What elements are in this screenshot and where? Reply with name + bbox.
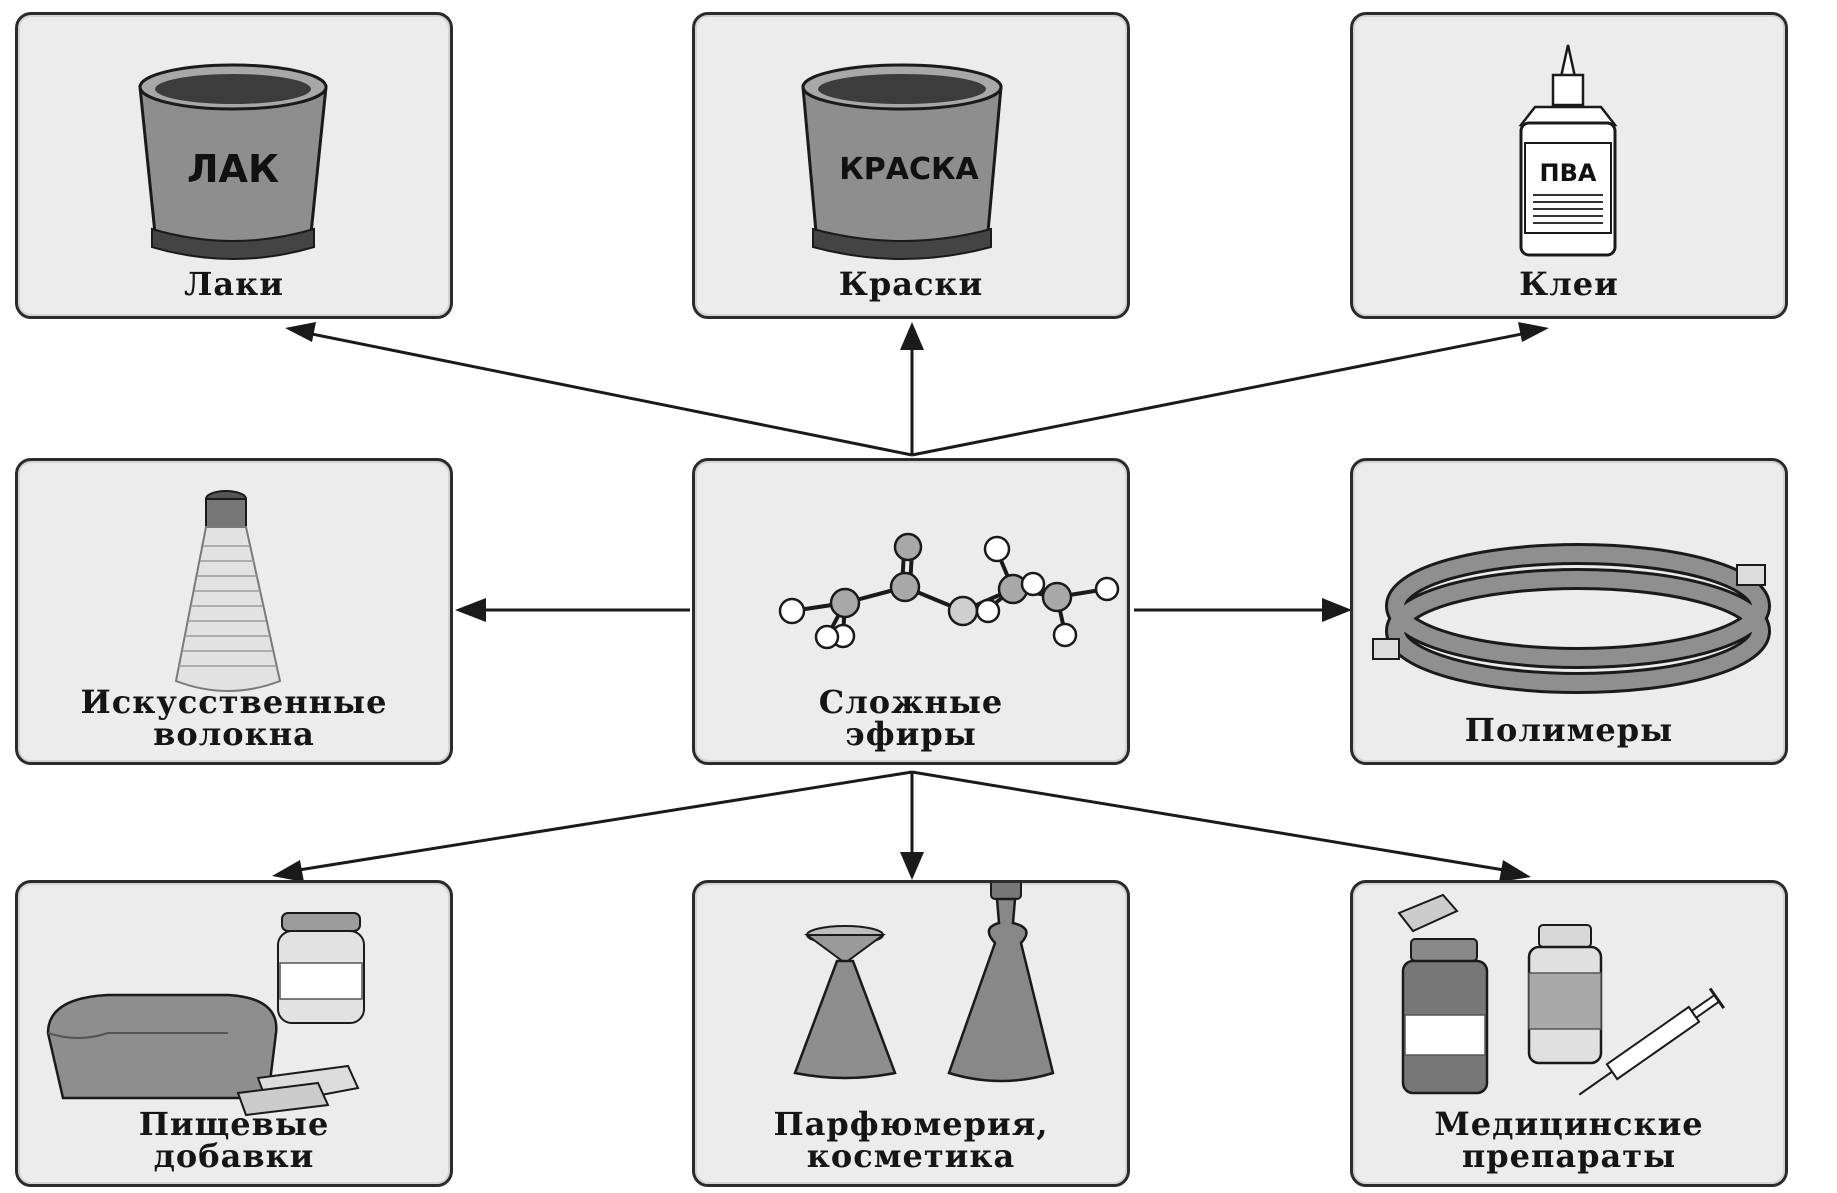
food-label: Пищевые добавки — [138, 1105, 330, 1175]
svg-text:ЛАК: ЛАК — [187, 147, 279, 191]
node-paint: КРАСКА Краски — [692, 12, 1130, 319]
paint-can-icon: КРАСКА — [801, 63, 1003, 260]
svg-text:ПВА: ПВА — [1540, 159, 1597, 187]
arrowhead-perfume — [900, 852, 924, 880]
paint-label: Краски — [838, 265, 984, 303]
arrowhead-food — [272, 860, 304, 882]
node-polymers: Полимеры — [1350, 458, 1788, 765]
hose-icon — [1372, 543, 1771, 694]
polymers-label: Полимеры — [1464, 711, 1674, 749]
node-medicine: Медицинские препараты — [1350, 880, 1788, 1187]
glue-bottle-icon: ПВА — [1518, 44, 1618, 257]
arrow-to-food — [279, 770, 913, 875]
perfume-label: Парфюмерия, косметика — [773, 1105, 1049, 1175]
arrow-to-glue — [911, 328, 1543, 457]
varnish-can-icon: ЛАК — [138, 63, 328, 260]
arrow-to-medicine — [911, 770, 1523, 875]
fibers-label: Искусственные волокна — [80, 683, 388, 753]
svg-text:КРАСКА: КРАСКА — [839, 152, 979, 187]
node-food: Пищевые добавки — [15, 880, 453, 1187]
node-fibers: Искусственные волокна — [15, 458, 453, 765]
node-varnish: ЛАК Лаки — [15, 12, 453, 319]
food-icon — [46, 912, 365, 1117]
molecule-icon — [778, 532, 1120, 650]
node-perfume: Парфюмерия, косметика — [692, 880, 1130, 1187]
center-label: Сложные эфиры — [818, 683, 1004, 753]
arrowhead-paint — [900, 322, 924, 350]
arrowhead-glue — [1518, 322, 1549, 342]
arrow-to-varnish — [291, 327, 913, 457]
perfume-bottles-icon — [793, 883, 1055, 1083]
node-glue: ПВА Клеи — [1350, 12, 1788, 319]
varnish-label: Лаки — [184, 265, 284, 303]
thread-spool-icon — [174, 490, 282, 692]
arrowhead-medicine — [1499, 860, 1531, 882]
glue-label: Клеи — [1519, 265, 1619, 303]
arrowhead-varnish — [285, 322, 316, 342]
medicine-label: Медицинские препараты — [1434, 1105, 1704, 1175]
node-center-esters: Сложные эфиры — [692, 458, 1130, 765]
arrowhead-fibers — [455, 598, 486, 622]
arrowhead-polymers — [1322, 598, 1352, 622]
medicine-icon — [1397, 893, 1726, 1096]
